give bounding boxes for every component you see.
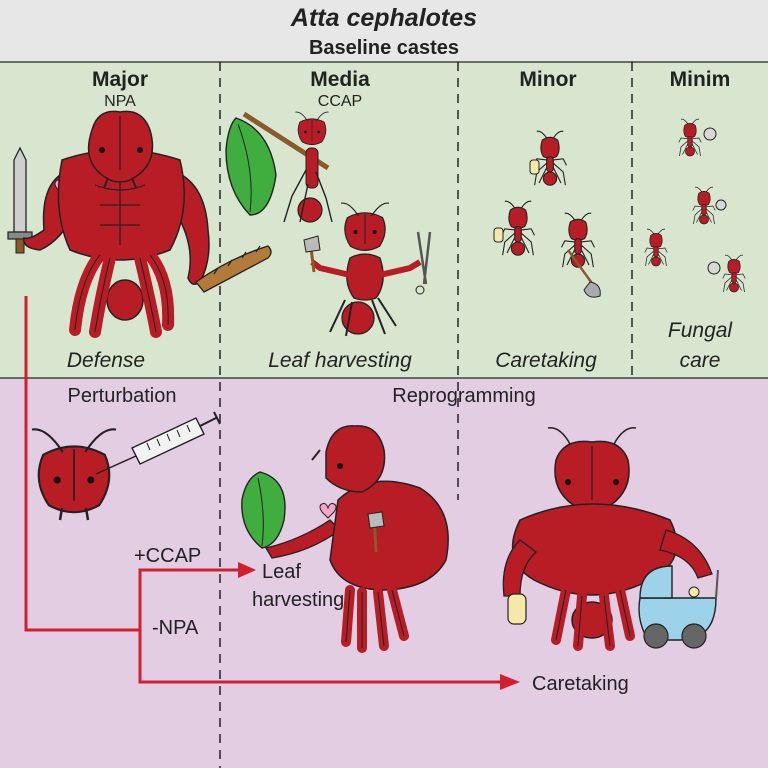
leaf-icon xyxy=(225,117,277,216)
sword-icon xyxy=(7,146,33,254)
npa-treatment-label: -NPA xyxy=(152,617,199,639)
axe-icon xyxy=(303,235,321,273)
caste-name-major: Major xyxy=(92,68,148,91)
caste-marker-media: CCAP xyxy=(318,93,362,110)
bottle-icon xyxy=(493,159,540,243)
role-fungal-care-line2: care xyxy=(680,349,721,372)
reprogrammed-caretaking-ant xyxy=(502,427,713,651)
role-defense: Defense xyxy=(67,349,145,372)
syringe-icon xyxy=(95,411,221,475)
minor-ants-group xyxy=(493,130,601,298)
major-ant-illustration xyxy=(7,110,210,338)
role-caretaking: Caretaking xyxy=(495,349,597,372)
shovel-icon xyxy=(566,249,601,298)
caste-name-media: Media xyxy=(310,68,370,91)
diagram-subtitle: Baseline castes xyxy=(309,37,459,59)
role-leaf-harvesting: Leaf harvesting xyxy=(268,349,412,372)
ccap-treatment-label: +CCAP xyxy=(134,545,201,567)
reprogramming-label: Reprogramming xyxy=(392,385,535,407)
media-ant-with-tools xyxy=(303,202,432,337)
header-band xyxy=(0,0,768,62)
perturbation-flow-arrows xyxy=(24,296,520,690)
role-fungal-care-line1: Fungal xyxy=(668,319,734,342)
leaf-icon xyxy=(241,471,286,549)
axe-icon xyxy=(367,511,385,553)
care-outcome-label: Caretaking xyxy=(532,673,629,695)
perturbation-label: Perturbation xyxy=(68,385,177,407)
reprogrammed-leaf-ant xyxy=(241,425,449,653)
stroller-icon xyxy=(638,565,719,649)
caste-name-minor: Minor xyxy=(519,68,576,91)
scissors-icon xyxy=(415,231,432,295)
minim-ants-group xyxy=(644,118,746,293)
caste-marker-major: NPA xyxy=(104,93,136,110)
caste-name-minim: Minim xyxy=(670,68,731,91)
heart-tattoo-icon xyxy=(319,503,337,519)
media-ant-with-leaf xyxy=(225,111,333,223)
leaf-outcome-line2: harvesting xyxy=(252,589,344,611)
perturbed-ant-head xyxy=(30,428,118,521)
fungus-icon xyxy=(703,127,727,275)
bottle-icon xyxy=(507,593,527,625)
leaf-outcome-line1: Leaf xyxy=(262,561,301,583)
diagram-title: Atta cephalotes xyxy=(290,4,477,32)
club-icon xyxy=(195,245,272,293)
